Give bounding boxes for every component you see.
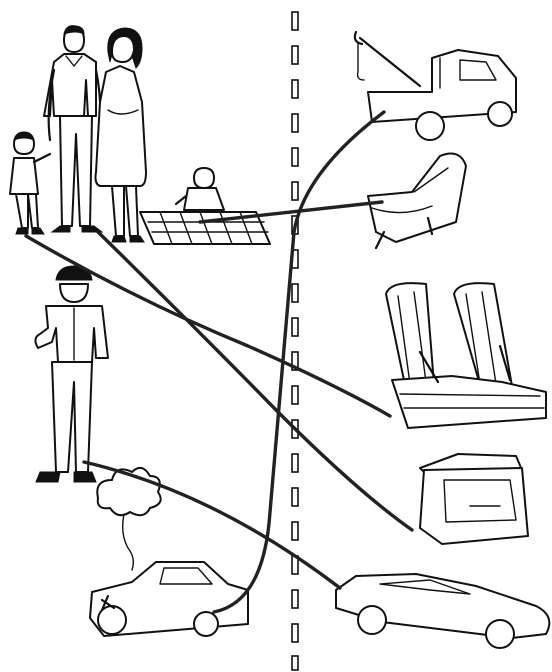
connector-smokingcar-to-towtruck — [214, 112, 384, 612]
son-figure — [10, 132, 50, 234]
road-center-line — [292, 12, 298, 670]
smoking-car — [90, 468, 248, 636]
tow-truck — [355, 32, 516, 140]
mechanic-figure — [35, 266, 108, 482]
baby-on-blanket — [140, 168, 270, 244]
mother-figure — [96, 28, 147, 242]
family-figure — [10, 26, 146, 242]
open-car-trunk — [420, 454, 528, 544]
father-figure — [44, 26, 102, 232]
bench-seats — [386, 283, 546, 428]
sports-car — [336, 574, 549, 648]
